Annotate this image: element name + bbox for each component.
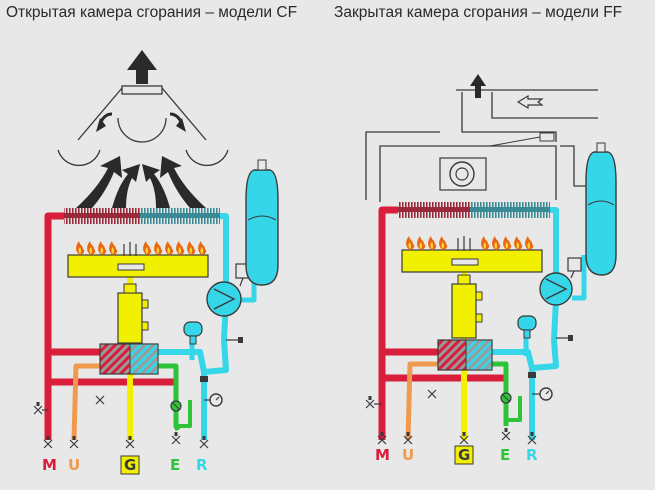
draft-hood-icon bbox=[57, 85, 229, 167]
title-open-chamber: Открытая камера сгорания – модели CF bbox=[6, 4, 298, 21]
burner-flames-icon bbox=[76, 241, 207, 255]
label-u: U bbox=[68, 456, 80, 474]
coaxial-flue bbox=[365, 89, 598, 202]
label-m: M bbox=[42, 456, 57, 474]
label-r: R bbox=[526, 446, 538, 464]
label-m: M bbox=[375, 446, 390, 464]
expansion-vessel bbox=[585, 151, 617, 276]
gas-valve bbox=[117, 292, 143, 344]
label-g: G bbox=[458, 446, 470, 464]
connection-labels: M U G E R bbox=[42, 455, 208, 475]
connection-labels: M U G E R bbox=[375, 445, 538, 465]
label-g: G bbox=[124, 456, 136, 474]
exhaust-arrows-icon bbox=[76, 50, 206, 208]
pump-icon bbox=[206, 281, 242, 317]
label-e: E bbox=[170, 456, 180, 474]
expansion-vessel bbox=[245, 169, 279, 286]
connection-valves-icon bbox=[43, 431, 209, 449]
pressure-gauge-icon bbox=[209, 393, 223, 407]
label-u: U bbox=[402, 446, 414, 464]
fan-icon bbox=[449, 161, 475, 187]
boiler-ff: M U G E R bbox=[365, 74, 617, 465]
exhaust-arrow-icon bbox=[470, 74, 486, 98]
label-e: E bbox=[500, 446, 510, 464]
fan-housing bbox=[439, 157, 487, 191]
pressure-gauge-icon bbox=[539, 387, 553, 401]
connection-valves-icon bbox=[377, 427, 537, 445]
title-closed-chamber: Закрытая камера сгорания – модели FF bbox=[334, 4, 623, 21]
boiler-cf: M U G E R bbox=[33, 50, 279, 475]
gas-valve bbox=[451, 283, 477, 339]
safety-valve-icon bbox=[365, 395, 382, 409]
safety-valve-icon bbox=[33, 401, 48, 415]
pump-icon bbox=[539, 272, 573, 306]
label-r: R bbox=[196, 456, 208, 474]
air-intake-arrow-icon bbox=[516, 94, 544, 110]
